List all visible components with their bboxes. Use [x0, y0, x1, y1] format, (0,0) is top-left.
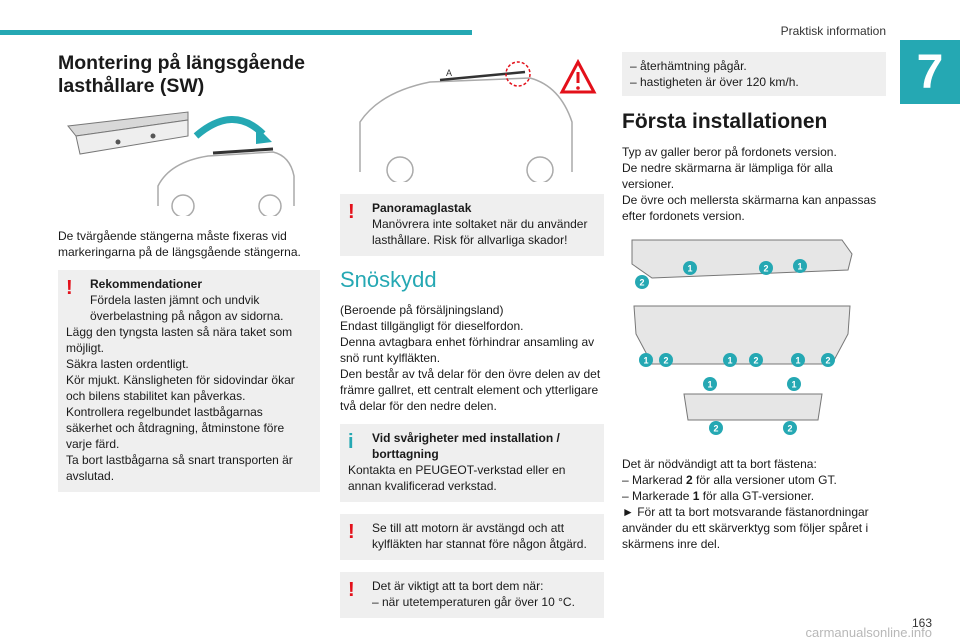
callout-number: 1: [643, 356, 648, 366]
fastener-item: – Markerad 2 för alla versioner utom GT.: [622, 473, 837, 487]
remove-warning-text: Det är viktigt att ta bort dem när:: [372, 579, 544, 593]
panoramic-roof-illustration: A: [359, 58, 597, 182]
svg-text:A: A: [446, 68, 452, 78]
warning-line: Ta bort lastbågarna så snart transporten…: [66, 453, 293, 483]
roofbar-text: De tvärgående stängerna måste fixeras vi…: [58, 229, 301, 259]
callout-number: 2: [663, 356, 668, 366]
continued-box: – återhämtning pågår. – hastigheten är ö…: [622, 52, 886, 96]
info-text: Kontakta en PEUGEOT-verkstad eller en an…: [348, 463, 566, 493]
warning-line: Lägg den tyngsta lasten så nära taket so…: [66, 325, 293, 355]
warning-exclamation-icon: !: [348, 521, 355, 543]
header-accent-bar: [0, 30, 472, 35]
callout-number: 1: [791, 380, 796, 390]
warning-box-remove: ! Det är viktigt att ta bort dem när: – …: [340, 572, 604, 618]
roof-bar-illustration: [67, 111, 295, 216]
column-left: Montering på längsgående lasthållare (SW…: [58, 52, 320, 504]
section-label: Praktisk information: [780, 24, 886, 38]
continued-line: – hastigheten är över 120 km/h.: [630, 75, 799, 89]
column-right: – återhämtning pågår. – hastigheten är ö…: [622, 52, 886, 552]
snow-text: (Beroende på försäljningsland) Endast ti…: [340, 303, 601, 413]
callout-number: 2: [787, 424, 792, 434]
engine-warning-text: Se till att motorn är avstängd och att k…: [372, 521, 587, 551]
info-icon: i: [348, 431, 354, 453]
callout-number: 2: [825, 356, 830, 366]
warning-exclamation-icon: !: [348, 579, 355, 601]
warning-exclamation-icon: !: [66, 277, 73, 299]
warning-line: Fördela lasten jämnt och undvik överbela…: [90, 293, 284, 323]
callout-number: 1: [795, 356, 800, 366]
fastener-instruction: ► För att ta bort motsvarande fästanordn…: [622, 505, 869, 551]
info-title: Vid svårigheter med installation / bortt…: [372, 431, 560, 461]
panorama-text: Manövrera inte soltaket när du använder …: [372, 217, 588, 247]
warning-line: Säkra lasten ordentligt.: [66, 357, 189, 371]
watermark: carmanualsonline.info: [805, 625, 932, 640]
remove-warning-item: – när utetemperaturen går över 10 °C.: [372, 595, 575, 609]
warning-box-engine: ! Se till att motorn är avstängd och att…: [340, 514, 604, 560]
callout-number: 1: [707, 380, 712, 390]
section-title-snow: Snöskydd: [340, 267, 437, 292]
callout-number: 2: [713, 424, 718, 434]
panorama-title: Panoramaglastak: [372, 201, 472, 215]
callout-number: 1: [687, 264, 692, 274]
callout-number: 2: [763, 264, 768, 274]
fastener-item: – Markerade 1 för alla GT-versioner.: [622, 489, 815, 503]
fastener-intro: Det är nödvändigt att ta bort fästena:: [622, 457, 817, 471]
warning-line: Kontrollera regelbundet lastbågarnas säk…: [66, 405, 285, 451]
grille-screens-illustration: 2 1 2 1 1 2 1 2 1 2 1 1 2 2: [631, 239, 853, 435]
warning-exclamation-icon: !: [348, 201, 355, 223]
callout-number: 1: [797, 262, 802, 272]
first-install-text: Typ av galler beror på fordonets version…: [622, 145, 877, 223]
callout-number: 1: [727, 356, 732, 366]
warning-title: Rekommendationer: [90, 277, 203, 291]
continued-line: – återhämtning pågår.: [630, 59, 747, 73]
section-title-roofbars: Montering på längsgående lasthållare (SW…: [58, 52, 306, 97]
column-middle: A ! Panoramaglastak Manövrera inte solta…: [340, 52, 604, 630]
info-box-installation: i Vid svårigheter med installation / bor…: [340, 424, 604, 502]
section-title-first-install: Första installationen: [622, 110, 828, 133]
callout-number: 2: [639, 278, 644, 288]
chapter-tab: 7: [900, 40, 960, 104]
warning-box-recommendations: ! Rekommendationer Fördela lasten jämnt …: [58, 270, 320, 492]
page-number: 163: [911, 616, 932, 630]
warning-box-panorama: ! Panoramaglastak Manövrera inte soltake…: [340, 194, 604, 256]
warning-line: Kör mjukt. Känsligheten för sidovindar ö…: [66, 373, 295, 403]
callout-number: 2: [753, 356, 758, 366]
